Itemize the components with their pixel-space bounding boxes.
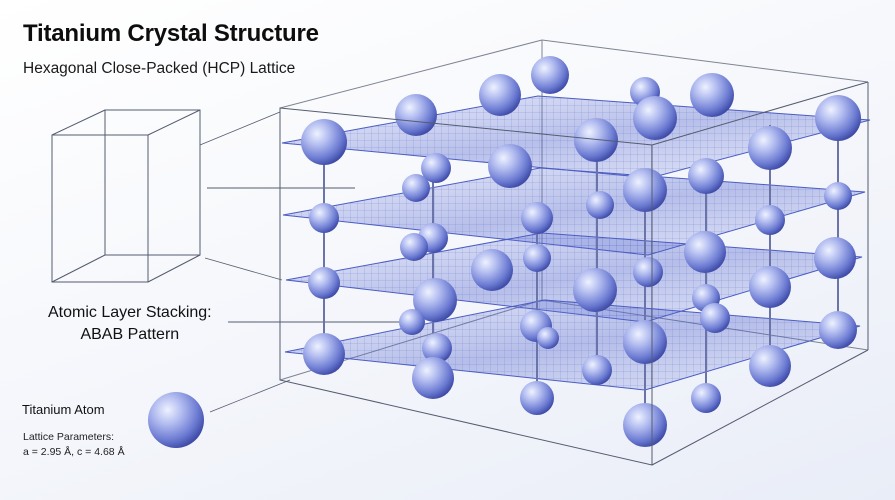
unit-cell-wireframe — [51, 109, 201, 283]
titanium-atom — [815, 95, 861, 141]
titanium-atom — [586, 191, 614, 219]
titanium-atom — [399, 309, 425, 335]
atom-legend-label: Titanium Atom — [22, 402, 105, 417]
titanium-atom — [824, 182, 852, 210]
titanium-atom — [623, 320, 667, 364]
connector-lines — [199, 111, 400, 413]
titanium-atom — [623, 403, 667, 447]
titanium-atom — [537, 327, 559, 349]
titanium-atom — [582, 355, 612, 385]
page-title: Titanium Crystal Structure — [23, 20, 319, 47]
titanium-atom — [395, 94, 437, 136]
titanium-atom — [412, 357, 454, 399]
titanium-atom — [488, 144, 532, 188]
titanium-atom — [814, 237, 856, 279]
titanium-atom — [531, 56, 569, 94]
titanium-atom — [684, 231, 726, 273]
titanium-atom — [755, 205, 785, 235]
lattice-parameters-title: Lattice Parameters: — [23, 431, 115, 443]
titanium-atom — [479, 74, 521, 116]
titanium-atom — [623, 168, 667, 212]
titanium-atom — [574, 118, 618, 162]
titanium-atom — [749, 266, 791, 308]
titanium-atom — [402, 174, 430, 202]
titanium-atom — [301, 119, 347, 165]
legend-atom-icon — [148, 392, 204, 448]
titanium-atom — [700, 303, 730, 333]
titanium-atom — [749, 345, 791, 387]
titanium-atom — [471, 249, 513, 291]
titanium-atom — [688, 158, 724, 194]
titanium-atom — [400, 233, 428, 261]
titanium-atom — [309, 203, 339, 233]
titanium-atom — [308, 267, 340, 299]
lattice-parameters-values: a = 2.95 Å, c = 4.68 Å — [23, 446, 125, 458]
layer-stacking-label: Atomic Layer Stacking: ABAB Pattern — [48, 302, 212, 346]
titanium-atom — [633, 96, 677, 140]
lattice-box-front — [279, 81, 869, 466]
titanium-atom — [303, 333, 345, 375]
titanium-atom — [422, 333, 452, 363]
titanium-atoms — [301, 56, 861, 447]
titanium-atom — [413, 278, 457, 322]
page-subtitle: Hexagonal Close-Packed (HCP) Lattice — [23, 60, 296, 77]
titanium-atom — [521, 202, 553, 234]
titanium-atom — [633, 257, 663, 287]
titanium-atom — [748, 126, 792, 170]
titanium-atom — [520, 381, 554, 415]
titanium-atom — [523, 244, 551, 272]
titanium-atom — [421, 153, 451, 183]
titanium-atom — [691, 383, 721, 413]
titanium-atom — [819, 311, 857, 349]
layer-stacking-label-line2: ABAB Pattern — [80, 326, 180, 343]
titanium-atom — [573, 268, 617, 312]
titanium-atom — [690, 73, 734, 117]
layer-stacking-label-line1: Atomic Layer Stacking: — [48, 304, 212, 321]
